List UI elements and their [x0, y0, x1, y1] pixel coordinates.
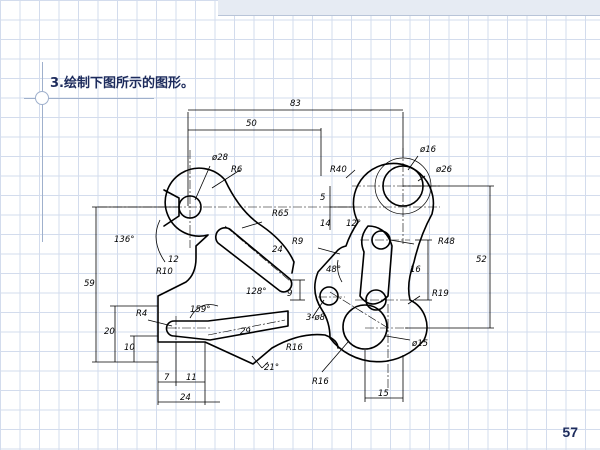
header-band	[218, 0, 600, 15]
dim-12deg: 12°	[346, 219, 361, 229]
dim-21deg: 21°	[264, 363, 279, 373]
dim-3xdia8: 3-ø8	[306, 313, 326, 323]
dim-48deg: 48°	[326, 265, 341, 275]
page-number: 57	[562, 424, 578, 440]
dim-128deg: 128°	[246, 287, 266, 297]
dim-20: 20	[104, 327, 115, 337]
dim-24-bottom: 24	[180, 393, 191, 403]
dim-14: 14	[320, 219, 331, 229]
header-rule	[218, 15, 600, 16]
dim-9: 9	[287, 289, 292, 299]
dim-r19: R19	[432, 289, 449, 299]
dim-5: 5	[320, 193, 325, 203]
dim-r40: R40	[330, 165, 347, 175]
dim-159deg: 159°	[190, 305, 210, 315]
dim-r65: R65	[272, 209, 289, 219]
dim-24: 24	[272, 245, 283, 255]
dim-11: 11	[186, 373, 197, 383]
dim-r6: R6	[231, 165, 243, 175]
margin-circle-marker	[35, 91, 49, 105]
dim-59: 59	[84, 279, 95, 289]
dimension-lines	[92, 109, 494, 405]
dim-50: 50	[246, 119, 257, 129]
dim-dia15: ø15	[411, 339, 428, 349]
dim-dia28: ø28	[211, 153, 229, 163]
dim-52: 52	[476, 255, 487, 265]
object-outline	[157, 162, 435, 365]
holes-and-slots	[165, 157, 432, 350]
dim-r48: R48	[438, 237, 455, 247]
margin-vertical-line	[42, 62, 43, 242]
dim-r16-upper: R16	[286, 343, 303, 353]
dim-29: 29	[240, 327, 251, 337]
dim-dia26: ø26	[435, 165, 453, 175]
margin-horizontal-line	[24, 98, 154, 99]
dim-83: 83	[290, 99, 301, 109]
dim-r16-lower: R16	[312, 377, 329, 387]
center-lines	[98, 148, 440, 390]
dim-r10: R10	[156, 267, 173, 277]
dim-r4: R4	[136, 309, 147, 319]
dimension-labels: 83 50 ø28 R6 R40 ø16 ø26 5 14 R65 136° 1…	[84, 99, 487, 403]
dim-7: 7	[164, 373, 170, 383]
dim-136deg: 136°	[114, 235, 134, 245]
instruction-text: 3.绘制下图所示的图形。	[50, 76, 194, 91]
dim-16: 16	[410, 265, 421, 275]
dim-12: 12	[168, 255, 179, 265]
dim-15: 15	[378, 389, 389, 399]
dim-dia16: ø16	[419, 145, 437, 155]
dim-r9: R9	[292, 237, 303, 247]
dim-10: 10	[124, 343, 135, 353]
